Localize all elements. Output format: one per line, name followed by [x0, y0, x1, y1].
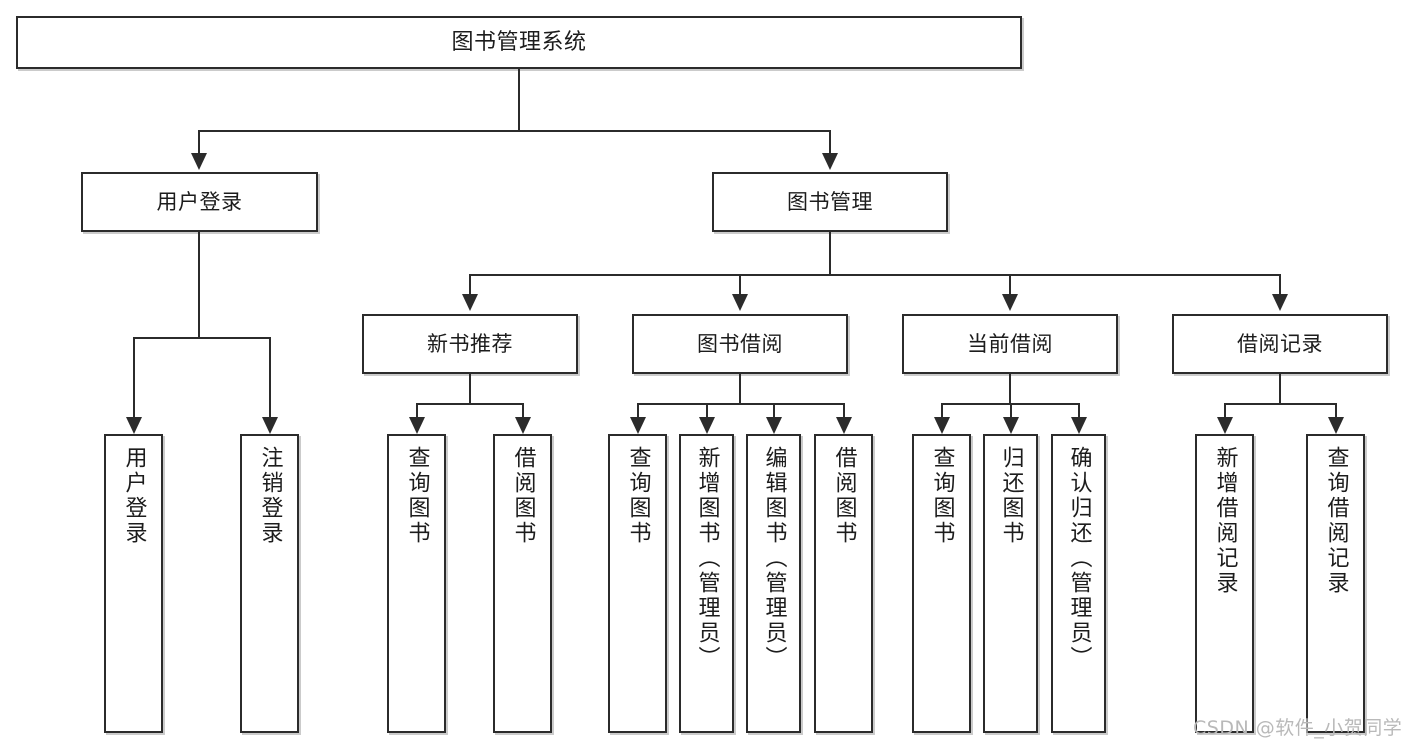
connector-root-stem [518, 69, 520, 131]
arrow-bb-1 [630, 417, 646, 434]
leaf-edit-book-admin[interactable]: 编辑图书（管理员） [746, 434, 801, 733]
leaf-query-book-borrow[interactable]: 查询图书 [608, 434, 667, 733]
connector-drop-leaf-logout [269, 337, 271, 419]
node-label: 查询图书 [929, 446, 955, 546]
connector-borrow-record-stem [1279, 374, 1281, 405]
arrow-leaf-user-login [126, 417, 142, 434]
leaf-user-login[interactable]: 用户登录 [104, 434, 163, 733]
node-label: 编辑图书（管理员） [761, 446, 787, 671]
arrow-new-book [462, 294, 478, 311]
leaf-add-borrow-record[interactable]: 新增借阅记录 [1195, 434, 1254, 733]
node-root-system[interactable]: 图书管理系统 [16, 16, 1022, 69]
arrow-nb-2 [515, 417, 531, 434]
connector-new-book-bus [416, 403, 524, 405]
connector-drop-bb-3 [773, 403, 775, 419]
node-label: 图书管理系统 [451, 29, 587, 55]
connector-drop-br-1 [1224, 403, 1226, 419]
arrow-bb-2 [699, 417, 715, 434]
node-user-login[interactable]: 用户登录 [81, 172, 318, 232]
csdn-watermark: CSDN @软件_小贺同学 [1193, 717, 1403, 739]
connector-book-borrow-stem [739, 374, 741, 405]
connector-drop-cb-3 [1078, 403, 1080, 419]
node-book-borrow[interactable]: 图书借阅 [632, 314, 848, 374]
connector-drop-current-borrow [1009, 274, 1011, 296]
node-label: 图书管理 [787, 189, 873, 214]
connector-book-mgmt-bus [469, 274, 1280, 276]
node-label: 确认归还（管理员） [1066, 446, 1092, 671]
connector-drop-cb-2 [1010, 403, 1012, 419]
leaf-confirm-return-admin[interactable]: 确认归还（管理员） [1051, 434, 1106, 733]
leaf-query-borrow-record[interactable]: 查询借阅记录 [1306, 434, 1365, 733]
arrow-book-mgmt [822, 153, 838, 170]
arrow-cb-2 [1003, 417, 1019, 434]
arrow-current-borrow [1002, 294, 1018, 311]
arrow-br-1 [1217, 417, 1233, 434]
leaf-logout[interactable]: 注销登录 [240, 434, 299, 733]
connector-drop-br-2 [1335, 403, 1337, 419]
connector-drop-bb-2 [706, 403, 708, 419]
connector-book-mgmt-stem [829, 232, 831, 276]
connector-drop-user-login [198, 130, 200, 155]
node-label: 借阅图书 [510, 446, 536, 546]
node-label: 当前借阅 [967, 331, 1053, 356]
node-label: 借阅记录 [1237, 331, 1323, 356]
node-label: 查询图书 [404, 446, 430, 546]
arrow-cb-1 [934, 417, 950, 434]
leaf-return-book[interactable]: 归还图书 [983, 434, 1038, 733]
connector-drop-book-mgmt [829, 130, 831, 155]
connector-root-bus [198, 130, 831, 132]
connector-new-book-stem [469, 374, 471, 405]
node-label: 新书推荐 [427, 331, 513, 356]
node-label: 查询借阅记录 [1323, 446, 1349, 596]
connector-user-login-stem [198, 232, 200, 339]
arrow-book-borrow [732, 294, 748, 311]
node-label: 借阅图书 [831, 446, 857, 546]
leaf-query-book-recommend[interactable]: 查询图书 [387, 434, 446, 733]
connector-borrow-record-bus [1224, 403, 1337, 405]
node-label: 新增图书（管理员） [694, 446, 720, 671]
arrow-leaf-logout [262, 417, 278, 434]
connector-drop-bb-1 [637, 403, 639, 419]
connector-current-borrow-stem [1009, 374, 1011, 405]
connector-drop-new-book [469, 274, 471, 296]
connector-drop-borrow-record [1279, 274, 1281, 296]
node-label: 用户登录 [156, 189, 243, 214]
connector-drop-book-borrow [739, 274, 741, 296]
node-label: 图书借阅 [697, 331, 783, 356]
arrow-br-2 [1328, 417, 1344, 434]
connector-drop-nb-1 [416, 403, 418, 419]
node-label: 注销登录 [257, 446, 283, 546]
node-label: 新增借阅记录 [1212, 446, 1238, 596]
connector-drop-bb-4 [843, 403, 845, 419]
node-book-management[interactable]: 图书管理 [712, 172, 948, 232]
node-new-book-recommend[interactable]: 新书推荐 [362, 314, 578, 374]
leaf-borrow-book-recommend[interactable]: 借阅图书 [493, 434, 552, 733]
node-current-borrow[interactable]: 当前借阅 [902, 314, 1118, 374]
node-label: 归还图书 [998, 446, 1024, 546]
arrow-bb-4 [836, 417, 852, 434]
arrow-nb-1 [409, 417, 425, 434]
arrow-cb-3 [1071, 417, 1087, 434]
leaf-borrow-book[interactable]: 借阅图书 [814, 434, 873, 733]
arrow-user-login [191, 153, 207, 170]
leaf-query-book-current[interactable]: 查询图书 [912, 434, 971, 733]
connector-book-borrow-bus [637, 403, 845, 405]
connector-user-login-bus [133, 337, 271, 339]
connector-drop-leaf-user-login [133, 337, 135, 419]
connector-drop-nb-2 [522, 403, 524, 419]
arrow-bb-3 [766, 417, 782, 434]
connector-drop-cb-1 [941, 403, 943, 419]
leaf-add-book-admin[interactable]: 新增图书（管理员） [679, 434, 734, 733]
node-borrow-record[interactable]: 借阅记录 [1172, 314, 1388, 374]
node-label: 用户登录 [121, 446, 147, 546]
arrow-borrow-record [1272, 294, 1288, 311]
node-label: 查询图书 [625, 446, 651, 546]
